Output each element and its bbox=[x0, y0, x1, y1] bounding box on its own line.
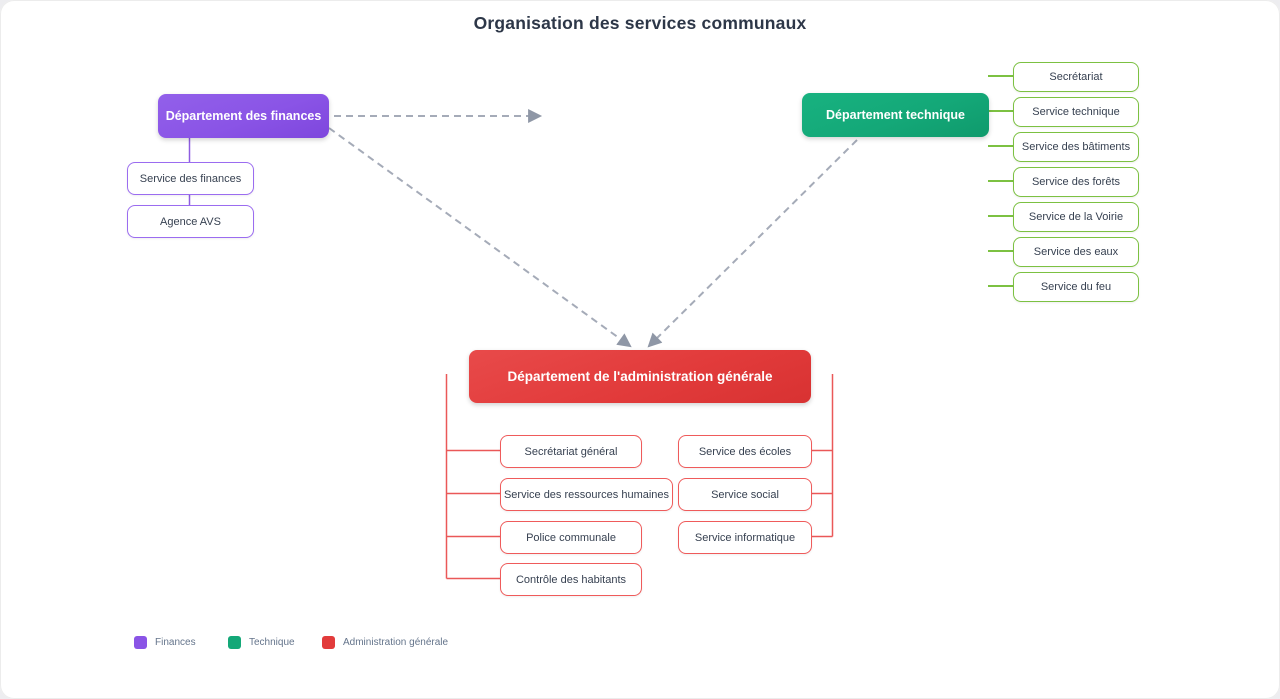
node-technique-child-service-de-la-voirie: Service de la Voirie bbox=[1013, 202, 1139, 232]
node-technique-child-service-des-forets: Service des forêts bbox=[1013, 167, 1139, 197]
legend-item-finances: Finances bbox=[134, 636, 196, 649]
legend-item-administration: Administration générale bbox=[322, 636, 448, 649]
node-finances-child-agence-avs: Agence AVS bbox=[127, 205, 254, 238]
node-admin-child-controle-des-habitants: Contrôle des habitants bbox=[500, 563, 642, 596]
node-technique-child-service-des-batiments: Service des bâtiments bbox=[1013, 132, 1139, 162]
legend-swatch-finances bbox=[134, 636, 147, 649]
node-technique-child-service-technique: Service technique bbox=[1013, 97, 1139, 127]
node-admin-child-police-communale: Police communale bbox=[500, 521, 642, 554]
node-admin-child-service-social: Service social bbox=[678, 478, 812, 511]
legend-swatch-administration bbox=[322, 636, 335, 649]
node-admin-child-service-informatique: Service informatique bbox=[678, 521, 812, 554]
page-title: Organisation des services communaux bbox=[473, 13, 807, 33]
node-admin-child-service-des-ecoles: Service des écoles bbox=[678, 435, 812, 468]
node-technique-child-secretariat: Secrétariat bbox=[1013, 62, 1139, 92]
legend-swatch-technique bbox=[228, 636, 241, 649]
node-dept-finances: Département des finances bbox=[158, 94, 329, 138]
node-admin-child-ressources-humaines: Service des ressources humaines bbox=[500, 478, 673, 511]
technique-connectors bbox=[988, 75, 1014, 287]
legend-label-administration: Administration générale bbox=[343, 637, 449, 648]
legend-label-technique: Technique bbox=[249, 637, 295, 648]
legend-label-finances: Finances bbox=[155, 637, 196, 648]
node-admin-child-secretariat-general: Secrétariat général bbox=[500, 435, 642, 468]
node-finances-child-service-des-finances: Service des finances bbox=[127, 162, 254, 195]
node-technique-child-service-des-eaux: Service des eaux bbox=[1013, 237, 1139, 267]
node-dept-technique: Département technique bbox=[802, 93, 989, 137]
dashed-links bbox=[328, 109, 858, 348]
legend-item-technique: Technique bbox=[228, 636, 295, 649]
node-technique-child-service-du-feu: Service du feu bbox=[1013, 272, 1139, 302]
node-dept-administration-generale: Département de l'administration générale bbox=[469, 350, 811, 403]
